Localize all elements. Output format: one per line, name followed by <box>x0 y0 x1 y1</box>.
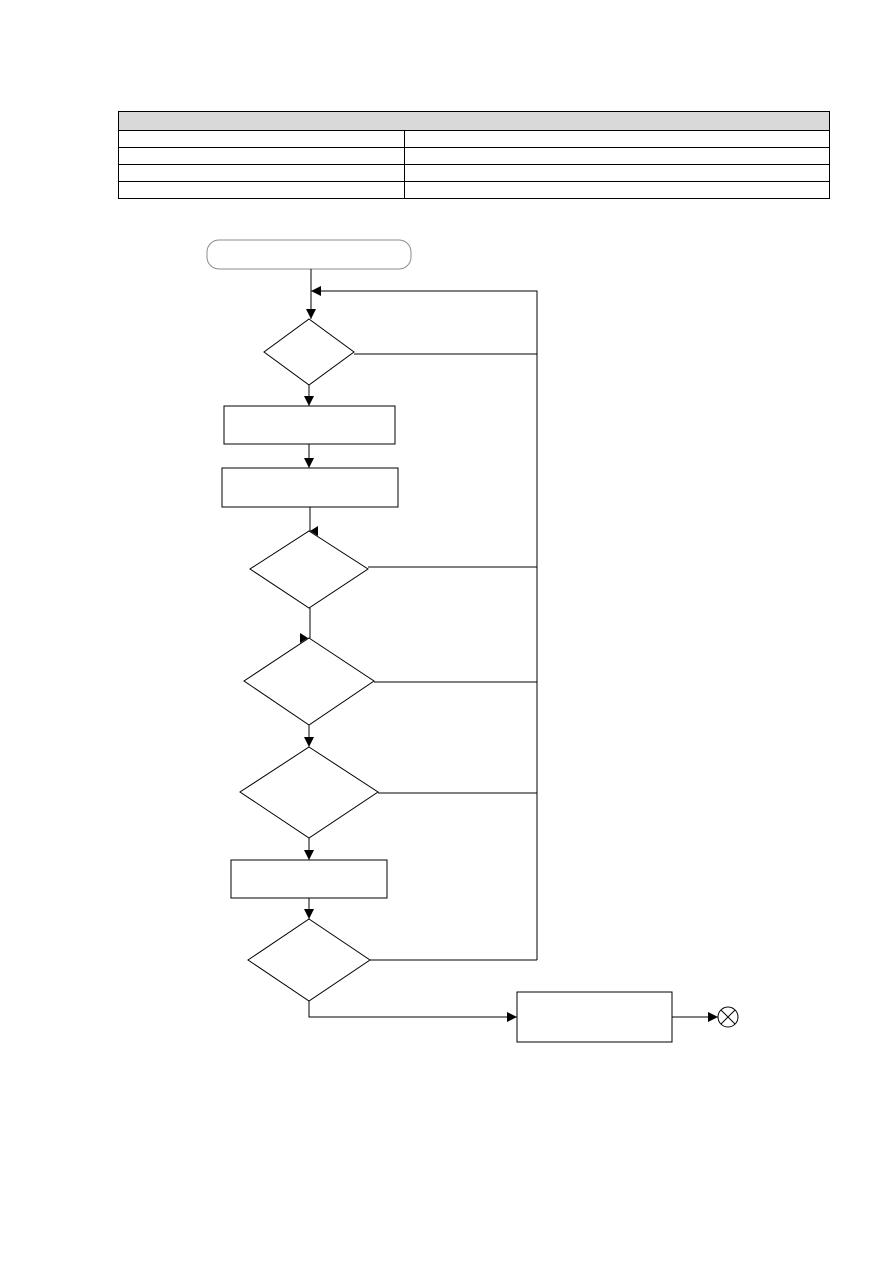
connector-lines <box>308 269 718 1018</box>
decision-2 <box>249 530 369 609</box>
arrowhead-left <box>310 526 318 536</box>
decision-3 <box>243 637 375 726</box>
arrowheads <box>300 286 718 1022</box>
decision-1 <box>263 318 355 386</box>
arrowhead-down <box>304 396 314 406</box>
arrowhead-down <box>304 737 314 747</box>
header-info-table <box>118 111 830 199</box>
arrowhead-down <box>304 909 314 919</box>
arrowhead-right <box>300 633 308 643</box>
arrowhead-down <box>304 850 314 860</box>
arrowhead-right <box>507 1012 517 1022</box>
start-terminal <box>206 239 412 270</box>
table-cell <box>404 181 830 199</box>
arrowhead-left <box>311 286 321 296</box>
table-header-row <box>118 111 830 131</box>
process-2 <box>221 467 399 508</box>
process-1 <box>223 405 396 445</box>
arrowhead-down <box>304 458 314 468</box>
circle-x-icon <box>717 1006 739 1028</box>
table-row <box>118 181 830 199</box>
table-row <box>118 147 830 165</box>
process-3 <box>230 859 388 899</box>
decision-5 <box>247 918 371 1002</box>
decision-4 <box>239 746 379 839</box>
end-process <box>516 991 673 1043</box>
arrowhead-down <box>306 309 316 319</box>
table-header-cell <box>118 111 830 131</box>
arrowhead-right <box>708 1012 718 1022</box>
